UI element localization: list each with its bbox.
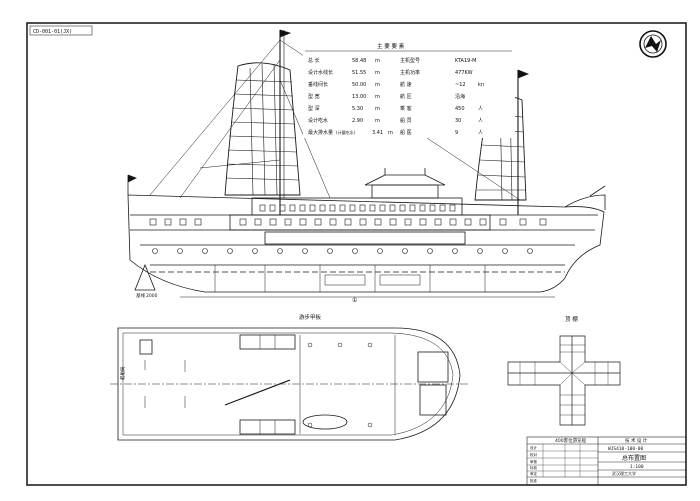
spec-unit: m xyxy=(375,58,380,64)
drawing-scale: 1:100 xyxy=(630,464,644,470)
spec-value: 3.41 xyxy=(372,130,383,136)
vessel-name: 400客位游览船 xyxy=(555,437,587,444)
spec-value: 50.00 xyxy=(352,82,366,88)
spec-table-title: 主 要 要 素 xyxy=(377,42,405,50)
spec-value: 13.00 xyxy=(352,94,366,100)
spec-key: 总 长 xyxy=(308,57,320,64)
spec-value2: 477KW xyxy=(455,70,473,76)
spec-value: 5.30 xyxy=(352,106,363,112)
spec-key2: 主机型号 xyxy=(400,57,420,64)
spec-value2: 沿海 xyxy=(455,93,465,100)
spec-unit2: 人 xyxy=(478,118,483,124)
spec-unit2: 人 xyxy=(478,106,483,112)
spec-key: 型 深 xyxy=(308,105,320,112)
deck-plan-view xyxy=(110,327,470,441)
drawing-title: 总布置图 xyxy=(622,454,646,462)
spec-key: 设计水线长 xyxy=(308,69,333,76)
baseline-suffix: 2000 xyxy=(146,293,158,299)
drawing-number: WJS410-100-00 xyxy=(608,446,644,452)
drawing-code-box: CD-001-01(JX) xyxy=(29,25,93,36)
spec-key: 型 宽 xyxy=(308,93,320,100)
title-row-label: 审定 xyxy=(530,471,538,476)
spec-value: 51.55 xyxy=(352,70,366,76)
title-row-label: 审核 xyxy=(530,459,538,464)
roof-plan-view xyxy=(507,335,621,426)
spec-unit: m xyxy=(375,94,380,100)
drawing-code: CD-001-01(JX) xyxy=(33,29,72,35)
title-row-label: 标检 xyxy=(530,465,538,470)
section-mark: ① xyxy=(352,297,357,304)
baseline-label: 基线 xyxy=(136,292,145,299)
design-stage: 技 术 设 计 xyxy=(625,437,648,444)
spec-unit: m xyxy=(375,106,380,112)
spec-value2: 30 xyxy=(455,118,461,124)
company-name: 武汉理工大学 xyxy=(612,470,636,476)
spec-table: 主 要 要 素 总 长 58.48 m 主机型号 KTA19-M 设计水线长 5… xyxy=(303,38,515,138)
spec-value2: ~12 xyxy=(455,82,466,88)
spec-unit: m xyxy=(375,82,380,88)
spec-value: 58.48 xyxy=(352,58,366,64)
spec-key: 设计吃水 xyxy=(308,117,328,124)
spec-unit: m xyxy=(375,70,380,76)
spec-value2: 9 xyxy=(455,130,458,136)
spec-extra-note: (计量吃水) xyxy=(336,129,356,135)
spec-value: 2.90 xyxy=(352,118,363,124)
title-row-label: 校对 xyxy=(530,452,538,457)
spec-key: 垂线间长 xyxy=(308,81,328,88)
title-row-label: 设计 xyxy=(530,445,538,450)
spec-unit: m xyxy=(388,130,393,136)
spec-value2: 450 xyxy=(455,106,465,112)
deck-plan-side-text: 船舶局 xyxy=(119,366,126,380)
spec-unit2: 人 xyxy=(478,130,483,136)
spec-key2: 乘 客 xyxy=(400,105,412,112)
title-row-label: 批准 xyxy=(530,478,538,483)
deck-plan-label: 游步甲板 xyxy=(299,313,322,321)
spec-key: 最大排水量 xyxy=(308,129,333,136)
compass-logo-icon xyxy=(639,30,667,58)
spec-unit: m xyxy=(375,118,380,124)
spec-unit2: kn xyxy=(478,82,484,88)
spec-key2: 航 速 xyxy=(400,81,412,88)
roof-label: 顶 棚 xyxy=(565,315,578,323)
sheet-frame xyxy=(26,22,687,486)
title-block xyxy=(526,436,687,486)
spec-key2: 主机功率 xyxy=(400,69,420,76)
side-elevation-view xyxy=(127,29,606,298)
spec-key2: 航 区 xyxy=(400,93,412,100)
spec-value2: KTA19-M xyxy=(455,58,476,64)
spec-key2: 船 医 xyxy=(400,129,412,136)
spec-key2: 船 员 xyxy=(400,117,412,124)
